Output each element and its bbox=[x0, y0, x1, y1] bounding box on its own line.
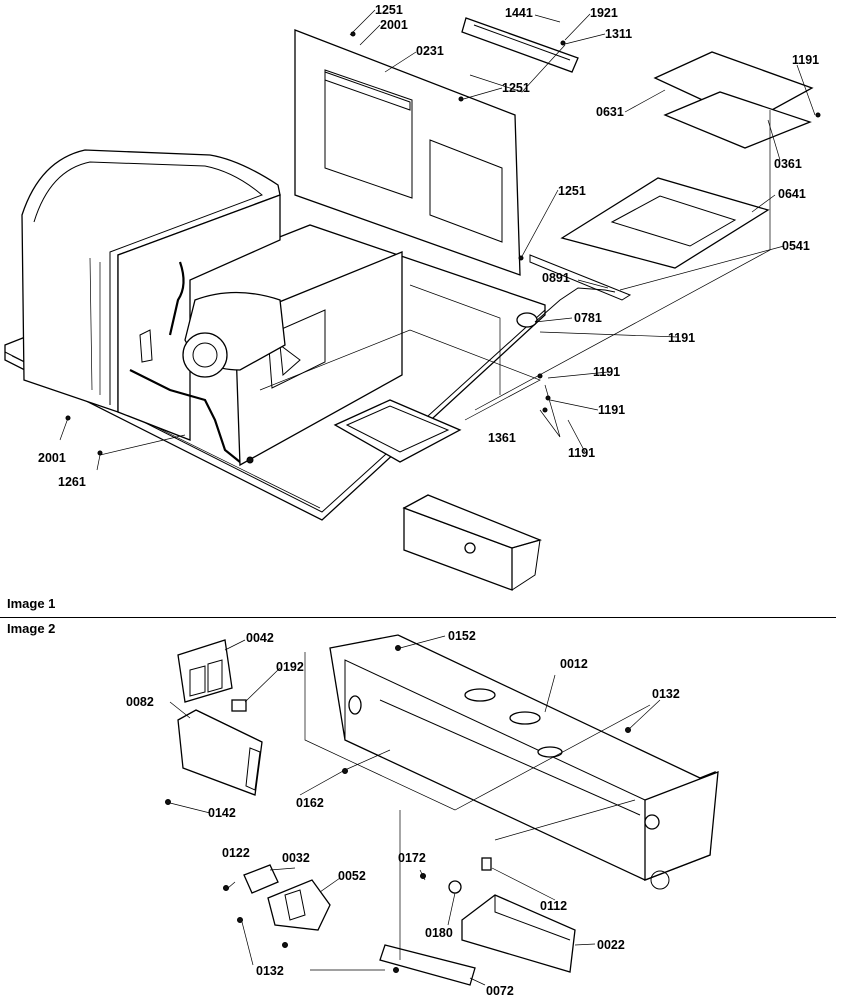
callout-label: 0072 bbox=[486, 984, 514, 998]
callout-label: 0122 bbox=[222, 846, 250, 860]
image2-callouts: 0042 0152 0012 0192 0082 0132 0162 0142 … bbox=[126, 629, 680, 998]
callout-label: 0082 bbox=[126, 695, 154, 709]
callout-label: 1191 bbox=[792, 53, 819, 67]
callout-label: 0192 bbox=[276, 660, 304, 674]
callout-label: 0022 bbox=[597, 938, 625, 952]
callout-label: 0012 bbox=[560, 657, 588, 671]
callout-label: 1191 bbox=[668, 331, 695, 345]
control-board bbox=[177, 709, 263, 796]
callout-label: 0180 bbox=[425, 926, 453, 940]
callout-label: 0052 bbox=[338, 869, 366, 883]
relay bbox=[243, 864, 279, 894]
callout-label: 0152 bbox=[448, 629, 476, 643]
callout-label: 0132 bbox=[652, 687, 680, 701]
callout-label: 0541 bbox=[782, 239, 810, 253]
image1-callouts: 1251 2001 0231 1441 1921 1311 1251 0631 … bbox=[38, 3, 819, 489]
section-divider bbox=[0, 617, 836, 618]
cover-box bbox=[461, 894, 576, 973]
callout-label: 1191 bbox=[593, 365, 620, 379]
section-label-image-1: Image 1 bbox=[7, 596, 56, 611]
callout-label: 1921 bbox=[590, 6, 618, 20]
callout-label: 0132 bbox=[256, 964, 284, 978]
callout-label: 0781 bbox=[574, 311, 602, 325]
condenser-coil bbox=[21, 149, 281, 413]
top-grille bbox=[461, 17, 579, 73]
callout-label: 0162 bbox=[296, 796, 324, 810]
front-side-panel bbox=[117, 194, 281, 441]
callout-label: 1251 bbox=[502, 81, 530, 95]
callout-label: 0361 bbox=[774, 157, 802, 171]
terminal-strip bbox=[379, 944, 476, 986]
image2-drawing bbox=[165, 634, 719, 986]
callout-label: 0891 bbox=[542, 271, 570, 285]
callout-label: 1311 bbox=[605, 27, 632, 41]
callout-label: 0172 bbox=[398, 851, 426, 865]
section-label-image-2: Image 2 bbox=[7, 621, 56, 636]
callout-label: 1361 bbox=[488, 431, 516, 445]
callout-label: 0641 bbox=[778, 187, 806, 201]
back-panel bbox=[294, 29, 521, 276]
callout-label: 0042 bbox=[246, 631, 274, 645]
filter-access-panel bbox=[560, 177, 770, 269]
callout-label: 0631 bbox=[596, 105, 624, 119]
image1-drawing bbox=[4, 9, 821, 591]
callout-label: 1191 bbox=[568, 446, 595, 460]
contactor bbox=[267, 879, 331, 931]
callout-label: 1251 bbox=[375, 3, 403, 17]
callout-label: 0231 bbox=[416, 44, 444, 58]
callout-label: 1441 bbox=[505, 6, 533, 20]
callout-label: 0112 bbox=[540, 899, 567, 913]
callout-label: 0032 bbox=[282, 851, 310, 865]
callout-label: 1251 bbox=[558, 184, 586, 198]
top-cover-gasket bbox=[663, 91, 812, 149]
callout-label: 2001 bbox=[38, 451, 66, 465]
callout-label: 2001 bbox=[380, 18, 408, 32]
callout-label: 1191 bbox=[598, 403, 625, 417]
callout-label: 0142 bbox=[208, 806, 236, 820]
callout-label: 1261 bbox=[58, 475, 86, 489]
drain-pan bbox=[333, 399, 462, 463]
